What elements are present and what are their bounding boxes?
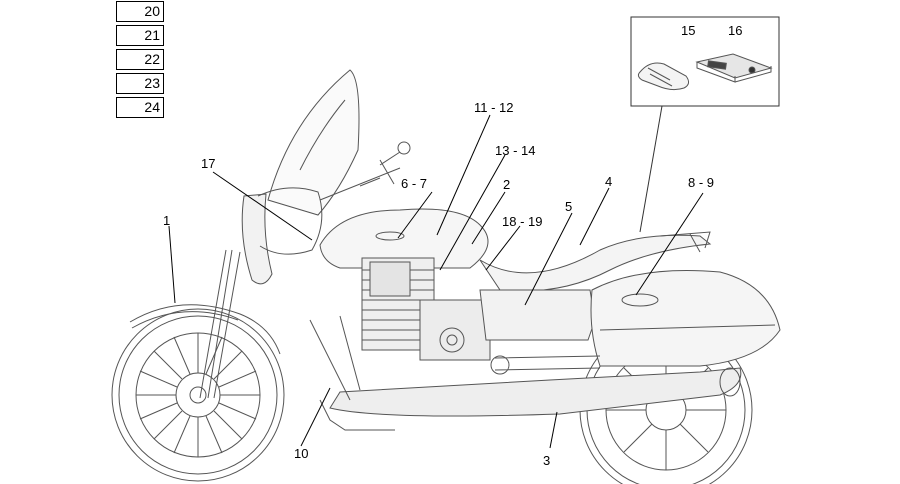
callout-15: 15: [681, 23, 695, 38]
side-stand: [319, 399, 395, 431]
callout-5: 5: [565, 199, 572, 214]
windscreen: [267, 69, 360, 216]
drive-shaft: [494, 355, 601, 371]
engine: [361, 257, 491, 361]
headlight: [241, 193, 273, 285]
key-pouch-item: [637, 62, 690, 91]
front-wheel: [111, 308, 285, 482]
callout-13-14: 13 - 14: [495, 143, 535, 158]
legend-box-20: 20: [116, 1, 164, 22]
accessory-inset: [630, 16, 780, 107]
saddlebag: [590, 270, 781, 367]
front-fork: [199, 249, 241, 399]
fuel-tank: [319, 208, 489, 269]
callout-2: 2: [503, 177, 510, 192]
front-fender: [129, 304, 281, 355]
callout-16: 16: [728, 23, 742, 38]
callout-6-7: 6 - 7: [401, 176, 427, 191]
callout-3: 3: [543, 453, 550, 468]
tank-badge: [375, 231, 405, 241]
callout-18-19: 18 - 19: [502, 214, 542, 229]
callout-17: 17: [201, 156, 215, 171]
owners-manual-item: [695, 53, 773, 83]
saddlebag-badge: [621, 293, 659, 307]
leader-lines: [168, 114, 704, 449]
legend-box-24: 24: [116, 97, 164, 118]
legend-box-22: 22: [116, 49, 164, 70]
exhaust: [329, 367, 742, 417]
seat: [479, 234, 712, 292]
callout-11-12: 11 - 12: [474, 100, 514, 115]
callout-1: 1: [163, 213, 170, 228]
callout-labels: 1 2 3 4 5 6 - 7 8 - 9 10 11 - 12 13 - 14…: [163, 23, 742, 468]
legend-box-21: 21: [116, 25, 164, 46]
callout-10: 10: [294, 446, 308, 461]
mirror: [397, 141, 411, 155]
side-panel: [479, 289, 596, 341]
frame-lower: [309, 315, 361, 401]
callout-4: 4: [605, 174, 612, 189]
rear-rack: [659, 231, 711, 253]
legend-box-23: 23: [116, 73, 164, 94]
callout-8-9: 8 - 9: [688, 175, 714, 190]
